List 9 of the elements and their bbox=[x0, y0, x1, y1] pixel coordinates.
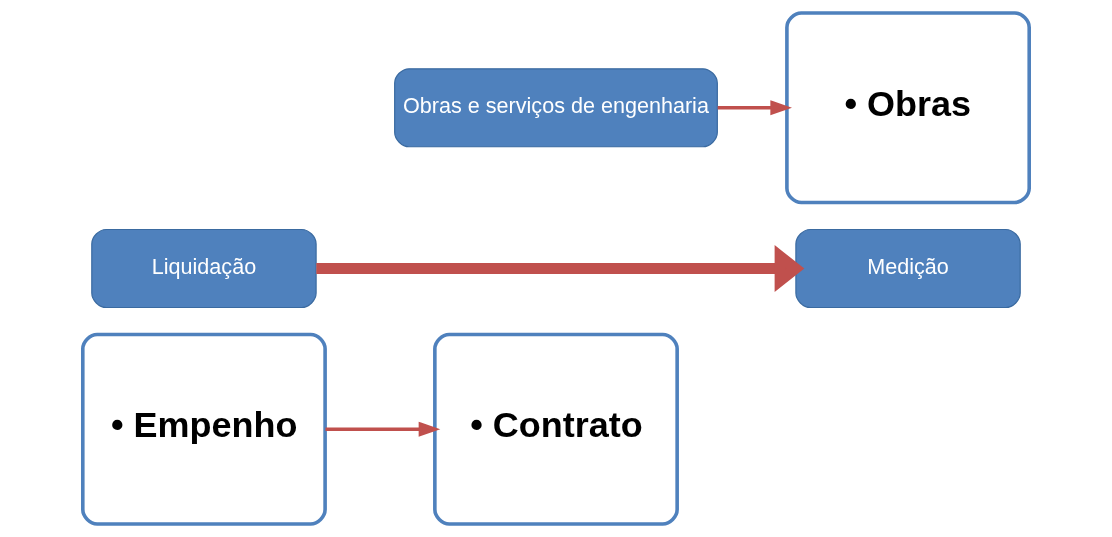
node-box: Obras e serviços de engenharia bbox=[394, 68, 718, 148]
arrow bbox=[325, 421, 441, 437]
arrow bbox=[717, 100, 792, 116]
node-box: • Empenho bbox=[81, 332, 327, 526]
arrow bbox=[316, 245, 805, 292]
node-box: Liquidação bbox=[91, 228, 317, 309]
node-box: • Obras bbox=[785, 11, 1031, 205]
node-box: Medição bbox=[795, 228, 1021, 309]
node-box: • Contrato bbox=[433, 332, 679, 526]
